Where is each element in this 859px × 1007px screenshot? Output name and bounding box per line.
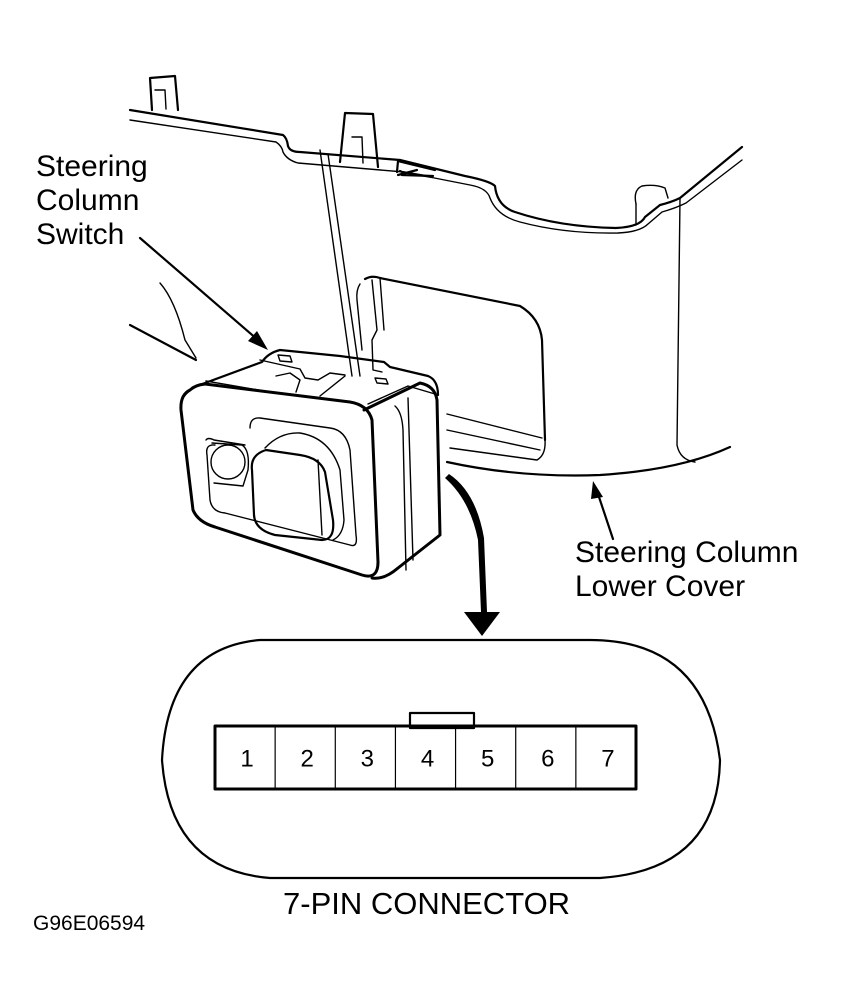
switch-callout-line-2: Column [36,184,140,217]
cover-tab-middle [338,111,380,169]
cover-leader-arrowhead [591,481,603,499]
switch-leader-line [138,236,260,342]
connector-pin-4: 4 [394,726,434,789]
leader-lines [138,236,615,636]
connector-detail-outline [160,638,722,880]
pin-number: 5 [481,746,494,773]
cover-opening [363,275,547,442]
pin-number: 3 [361,746,374,773]
pin-number: 2 [301,746,314,773]
switch-small-button [210,444,246,480]
connector-pin-5: 5 [454,726,494,789]
cover-leader-line [595,489,615,541]
cover-callout-label: Steering Column Lower Cover [575,538,798,606]
lower-cover-illustration [128,74,744,477]
pin-number: 7 [601,746,614,773]
cover-bottom-edge [445,445,732,477]
connector-pin-7: 7 [575,726,615,789]
pin-number: 4 [421,746,434,773]
connector-pin-6: 6 [515,726,554,789]
connector-pointer-arrow [445,474,487,612]
switch-joystick-knob [250,448,335,542]
pin-number: 6 [541,746,554,773]
connector-caption: 7-PIN CONNECTOR [283,886,571,921]
connector-pin-2: 2 [274,726,314,789]
switch-callout-label: Steering Column Switch [36,152,148,254]
switch-callout-line-3: Switch [36,218,125,251]
cover-tab-left [148,74,180,112]
switch-callout-line-1: Steering [36,150,148,183]
connector-detail: 1 2 3 4 5 6 7 [160,638,722,880]
connector-pointer-arrowhead [464,612,500,636]
connector-pin-1: 1 [240,746,253,773]
cover-callout-line-2: Lower Cover [575,570,746,603]
connector-pin-3: 3 [334,726,374,789]
figure-code: G96E06594 [33,912,146,935]
switch-bezel [179,382,380,578]
cover-callout-line-1: Steering Column [575,536,799,569]
connector-key-tab [408,711,476,730]
switch-leader-arrowhead [248,331,268,350]
switch-illustration [179,348,442,580]
pin-number: 1 [240,746,253,773]
connector-housing [213,724,638,791]
